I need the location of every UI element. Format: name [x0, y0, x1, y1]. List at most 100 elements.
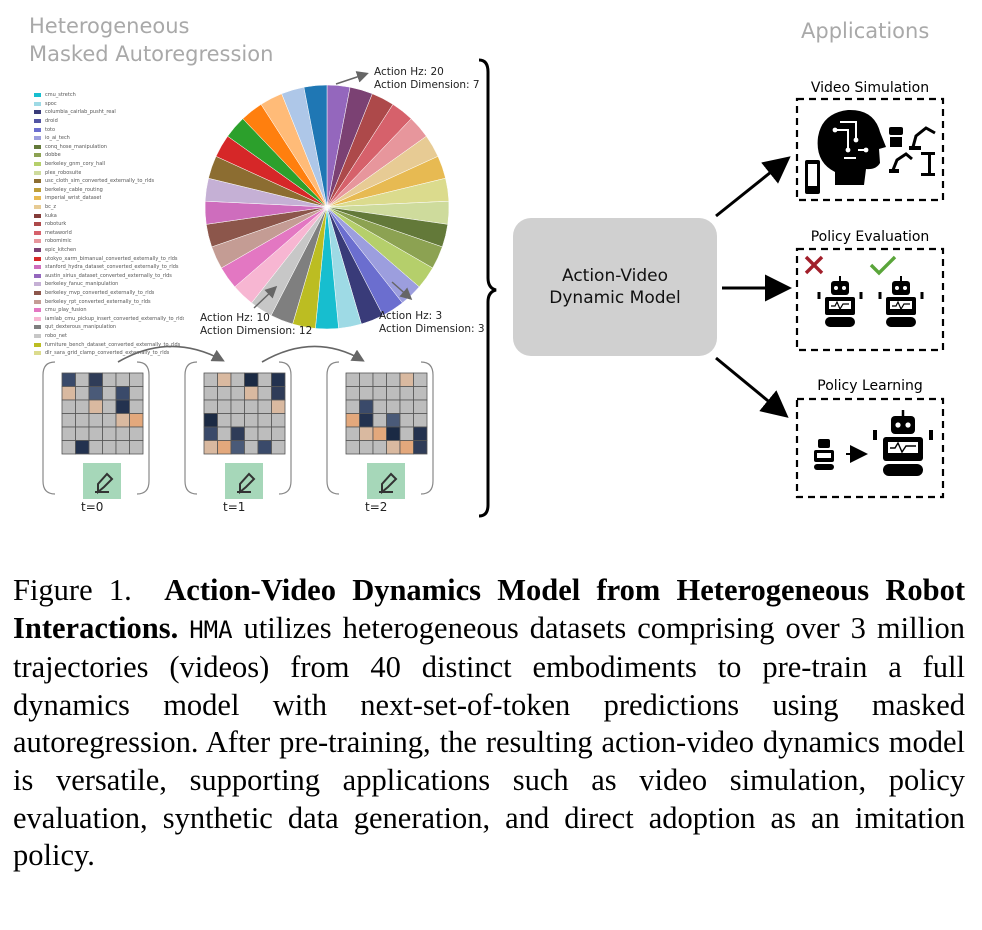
legend-item: berkeley_rpt_converted_externally_to_rld… [34, 297, 184, 306]
legend-item: plex_robosuite [34, 168, 184, 177]
legend-label: epic_kitchen [45, 246, 77, 253]
frame-arrow-0-1 [117, 345, 225, 363]
frame-token [230, 426, 245, 441]
legend-swatch [34, 170, 41, 175]
frame-token [372, 426, 387, 441]
frame-token [399, 399, 414, 414]
legend-label: roboturk [45, 221, 67, 228]
frame-brackets [42, 361, 434, 495]
legend-swatch [34, 179, 41, 184]
legend-swatch [34, 256, 41, 261]
robot-success-icon [878, 276, 924, 327]
frame-token [230, 399, 245, 414]
frame-token [75, 372, 90, 387]
model-box-label: Action-Video Dynamic Model [549, 266, 681, 308]
frame-token [386, 440, 401, 455]
app-title-policy-evaluation: Policy Evaluation [810, 229, 930, 245]
legend-swatch [34, 273, 41, 278]
frame-token [244, 426, 259, 441]
legend-swatch [34, 230, 41, 235]
robot-small-learner-icon [814, 439, 834, 470]
legend-swatch [34, 316, 41, 321]
frame-token [88, 413, 103, 428]
legend-item: berkeley_gnm_cory_hall [34, 160, 184, 169]
legend-label: io_ai_tech [45, 135, 70, 142]
frame-token [230, 440, 245, 455]
frame-token [372, 399, 387, 414]
legend-label: robo_net [45, 332, 67, 339]
legend-label: usc_cloth_sim_converted_externally_to_rl… [45, 178, 155, 185]
frame-token [345, 386, 360, 401]
masked-frame-0 [61, 372, 144, 499]
frame-token [413, 413, 428, 428]
legend-label: berkeley_fanuc_manipulation [45, 281, 119, 288]
pie-slice [303, 84, 328, 208]
frame-token [345, 426, 360, 441]
frame-token [230, 413, 245, 428]
annotation-left: Action Hz: 10 Action Dimension: 12 [200, 312, 312, 338]
legend-label: bc_z [45, 204, 57, 211]
caption-bold-title: Action-Video Dynamics Model from Heterog… [13, 573, 965, 645]
policy-evaluation-box [795, 247, 945, 352]
legend-swatch [34, 342, 41, 347]
legend-swatch [34, 153, 41, 158]
frame-token [115, 372, 130, 387]
legend-swatch [34, 119, 41, 124]
frame-token [75, 440, 90, 455]
legend-label: berkeley_cable_routing [45, 186, 103, 193]
frame-token [386, 372, 401, 387]
legend-item: usc_cloth_sim_converted_externally_to_rl… [34, 177, 184, 186]
caption-code-term: HMA [189, 615, 233, 644]
frame-token [102, 440, 117, 455]
frame-token [244, 386, 259, 401]
frame-token [399, 386, 414, 401]
frame-token [115, 426, 130, 441]
frame-token [115, 413, 130, 428]
arrow-to-policy-learning [715, 356, 789, 418]
legend-item: utokyo_xarm_bimanual_converted_externall… [34, 254, 184, 263]
legend-label: cmu_stretch [45, 92, 76, 99]
legend-label: iamlab_cmu_pickup_insert_converted_exter… [45, 315, 184, 322]
small-robot-icon [889, 127, 903, 147]
frame-token [61, 399, 76, 414]
frame-token [129, 386, 144, 401]
annotation-right: Action Hz: 3 Action Dimension: 3 [379, 310, 485, 336]
legend-label: berkeley_rpt_converted_externally_to_rld… [45, 298, 151, 305]
frame-token [271, 372, 286, 387]
frame-token [230, 372, 245, 387]
frame-token [359, 413, 374, 428]
legend-item: imperial_wrist_dataset [34, 194, 184, 203]
frame-token [413, 386, 428, 401]
frame-token [359, 372, 374, 387]
grouping-bracket [478, 58, 497, 518]
frame-token [257, 372, 272, 387]
legend-label: imperial_wrist_dataset [45, 195, 102, 202]
legend-swatch [34, 222, 41, 227]
frame-token [75, 413, 90, 428]
frame-token [257, 386, 272, 401]
legend-swatch [34, 247, 41, 252]
legend-swatch [34, 333, 41, 338]
frame-label-t0: t=0 [81, 500, 104, 514]
frame-token [102, 413, 117, 428]
legend-swatch [34, 93, 41, 98]
frame-token [61, 413, 76, 428]
legend-item: stanford_hydra_dataset_converted_externa… [34, 263, 184, 272]
legend-swatch [34, 325, 41, 330]
frame-token [102, 426, 117, 441]
masked-frame-1 [203, 372, 286, 499]
arrow-to-video-simulation [715, 156, 791, 218]
frame-token [203, 440, 218, 455]
frame-token [413, 372, 428, 387]
frame-token [203, 399, 218, 414]
frame-token [271, 426, 286, 441]
frame-token [75, 399, 90, 414]
robot-arm-glyph [379, 472, 398, 495]
frame-token [345, 413, 360, 428]
legend-item: epic_kitchen [34, 246, 184, 255]
frame-token [115, 386, 130, 401]
legend-label: stanford_hydra_dataset_converted_externa… [45, 264, 179, 271]
figure-caption: Figure 1. Action-Video Dynamics Model fr… [13, 572, 965, 875]
cross-mark-icon [804, 255, 824, 275]
legend-item: spoc [34, 100, 184, 109]
